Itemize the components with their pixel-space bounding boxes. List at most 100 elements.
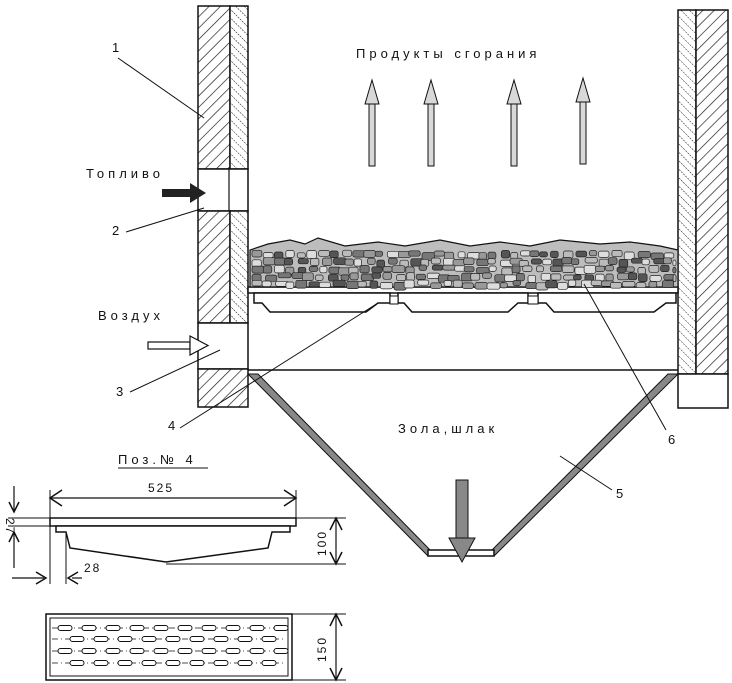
combustion-products-label: Продукты сгорания xyxy=(356,46,540,61)
fuel-stone xyxy=(648,265,660,273)
fuel-stone xyxy=(570,258,580,266)
fuel-stone xyxy=(262,252,274,259)
right-wall xyxy=(677,9,729,409)
fuel-stone xyxy=(442,264,457,271)
fuel-stone xyxy=(598,250,610,258)
air-slot xyxy=(153,625,169,631)
fuel-stone xyxy=(310,258,320,266)
fuel-stone xyxy=(625,266,635,273)
dim-length: 525 xyxy=(148,481,174,495)
air-slot xyxy=(105,625,121,631)
fuel-stone xyxy=(476,258,489,267)
air-slot xyxy=(273,648,289,654)
fuel-label: Топливо xyxy=(86,166,164,181)
fuel-stone xyxy=(349,272,359,281)
fuel-stone xyxy=(550,250,559,258)
fuel-stone xyxy=(329,250,339,258)
fuel-stone xyxy=(638,273,648,283)
fuel-stone xyxy=(367,257,376,265)
air-slot xyxy=(237,660,253,666)
fuel-stone xyxy=(530,258,542,265)
fuel-stone xyxy=(525,282,538,290)
fuel-stone xyxy=(431,264,444,271)
air-slot xyxy=(225,625,241,631)
air-slot xyxy=(261,636,277,642)
air-slot xyxy=(261,660,277,666)
air-slot xyxy=(93,660,109,666)
fuel-stone xyxy=(594,265,605,272)
fuel-stone xyxy=(371,266,383,274)
dim-depth: 100 xyxy=(315,530,329,556)
fuel-stone xyxy=(474,282,488,290)
fuel-stone xyxy=(306,250,317,259)
fuel-stone xyxy=(369,280,379,289)
fuel-stone xyxy=(520,250,531,257)
fuel-stone xyxy=(285,250,295,258)
fuel-stone xyxy=(297,258,309,265)
fuel-stone xyxy=(408,250,421,257)
fuel-stone xyxy=(284,258,293,266)
fuel-stone xyxy=(251,265,265,274)
ash-arrow xyxy=(448,479,476,564)
air-slot xyxy=(57,625,73,631)
fuel-stone xyxy=(500,250,511,259)
fuel-stone xyxy=(648,281,658,288)
fuel-stone xyxy=(561,265,575,273)
detail-title: Поз.№ 4 xyxy=(118,452,197,467)
fuel-stone xyxy=(486,282,501,290)
fuel-stone xyxy=(418,264,427,271)
air-slot xyxy=(117,660,133,666)
fuel-stone xyxy=(262,257,276,266)
fuel-stone xyxy=(295,279,308,289)
fuel-stone xyxy=(285,281,295,289)
callout-3: 3 xyxy=(116,384,123,399)
grate xyxy=(247,286,679,313)
air-slot xyxy=(141,660,157,666)
fuel-stone xyxy=(660,264,670,272)
fuel-stone xyxy=(344,258,354,266)
fuel-stone xyxy=(319,265,328,274)
fuel-stone xyxy=(322,257,333,266)
fuel-stone xyxy=(333,257,347,265)
air-slot xyxy=(117,636,133,642)
air-slot xyxy=(165,636,181,642)
fuel-stone xyxy=(512,280,521,286)
air-slot xyxy=(153,648,169,654)
fuel-stone xyxy=(649,275,662,282)
fuel-stone xyxy=(391,265,406,273)
fuel-stone xyxy=(463,257,475,265)
fuel-stone xyxy=(314,274,324,281)
callouts: 1 2 3 4 5 6 xyxy=(112,40,675,501)
fuel-stone xyxy=(618,258,629,268)
fuel-stone xyxy=(583,264,597,274)
fuel-stone xyxy=(346,280,360,289)
fuel-stone xyxy=(672,259,677,267)
fuel-stone xyxy=(672,267,677,274)
fuel-stone xyxy=(611,250,623,258)
fuel-stone xyxy=(488,265,497,272)
air-slot xyxy=(81,625,97,631)
air-slot xyxy=(105,648,121,654)
air-slot xyxy=(201,648,217,654)
fuel-stone xyxy=(557,282,569,290)
fuel-stone xyxy=(430,257,441,265)
fuel-stones xyxy=(251,249,677,291)
fuel-stone xyxy=(376,259,385,268)
fuel-stone xyxy=(318,250,330,257)
fuel-stone xyxy=(661,280,674,288)
fuel-stone xyxy=(617,272,630,281)
fuel-stone xyxy=(567,279,577,287)
fuel-stone xyxy=(637,251,651,259)
fuel-stone xyxy=(499,282,508,289)
fuel-stone xyxy=(607,257,618,265)
ash-slag-label: Зола,шлак xyxy=(398,421,498,436)
fuel-stone xyxy=(605,273,614,282)
fuel-stone xyxy=(251,279,263,287)
fuel-stone xyxy=(277,272,292,279)
fuel-stone xyxy=(561,257,573,265)
fuel-stone xyxy=(359,265,370,274)
fuel-stone xyxy=(621,281,636,288)
fuel-stone xyxy=(274,264,285,274)
fuel-stone xyxy=(457,251,466,259)
fuel-stone xyxy=(536,265,544,273)
